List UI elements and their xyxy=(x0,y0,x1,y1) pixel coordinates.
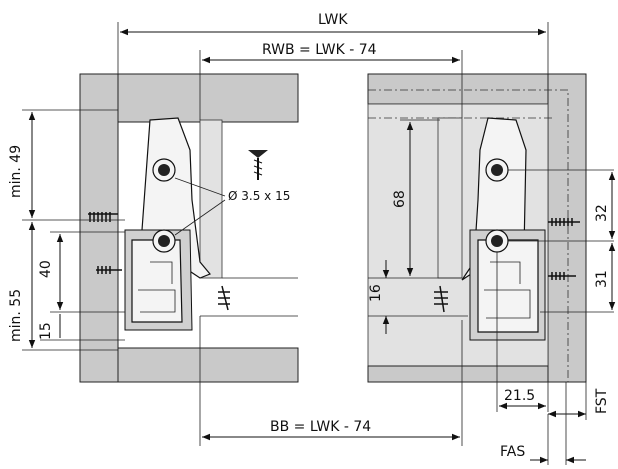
dimension-32: 32 xyxy=(508,169,616,242)
fas-label: FAS xyxy=(500,444,525,460)
dimension-16: 16 xyxy=(368,260,390,334)
lwk-label: LWK xyxy=(318,12,348,28)
rwb-label: RWB = LWK - 74 xyxy=(262,42,377,58)
screw-icon xyxy=(248,150,268,180)
bb-label: BB = LWK - 74 xyxy=(270,419,371,435)
dimension-min-49: min. 49 xyxy=(8,109,125,221)
right-cabinet-bottom-panel xyxy=(367,365,549,383)
right-cabinet-side-panel xyxy=(547,73,587,383)
dimension-fas: FAS xyxy=(500,382,586,465)
left-cabinet-bottom-panel xyxy=(117,347,299,383)
right-drawer-side xyxy=(437,117,463,279)
dimension-lwk: LWK xyxy=(117,12,549,74)
min-49-label: min. 49 xyxy=(8,145,24,198)
dim-16-label: 16 xyxy=(368,284,384,302)
dim-32-label: 32 xyxy=(594,204,610,222)
right-cabinet-top-panel xyxy=(367,73,549,105)
side-screw-icon xyxy=(88,212,230,311)
right-cabinet xyxy=(367,73,587,383)
left-cabinet xyxy=(79,73,299,383)
right-runner-assembly xyxy=(434,117,580,341)
screw-size-label: Ø 3.5 x 15 xyxy=(228,189,290,203)
dimension-40: 40 xyxy=(38,231,125,313)
dimension-fst: FST xyxy=(548,382,610,420)
left-runner-assembly xyxy=(88,117,268,331)
left-cabinet-top-panel xyxy=(117,73,299,123)
fst-label: FST xyxy=(594,388,610,414)
dim-21-5-label: 21.5 xyxy=(504,388,535,404)
right-side-screw-icon xyxy=(434,218,580,313)
dimension-21-5: 21.5 xyxy=(496,252,549,412)
dim-68-label: 68 xyxy=(392,190,408,208)
dim-31-label: 31 xyxy=(594,270,610,288)
left-cabinet-side-panel xyxy=(79,73,119,383)
dimension-68: 68 xyxy=(392,119,440,276)
dimension-min-55: min. 55 xyxy=(8,222,118,351)
dimension-31: 31 xyxy=(540,243,616,313)
dimension-bb: BB = LWK - 74 xyxy=(199,316,463,446)
dim-40-label: 40 xyxy=(38,260,54,278)
left-drawer-side xyxy=(199,119,223,279)
min-55-label: min. 55 xyxy=(8,289,24,342)
dim-15-label: 15 xyxy=(38,322,54,340)
dimension-15: 15 xyxy=(38,314,125,341)
dimension-rwb: RWB = LWK - 74 xyxy=(199,42,463,120)
